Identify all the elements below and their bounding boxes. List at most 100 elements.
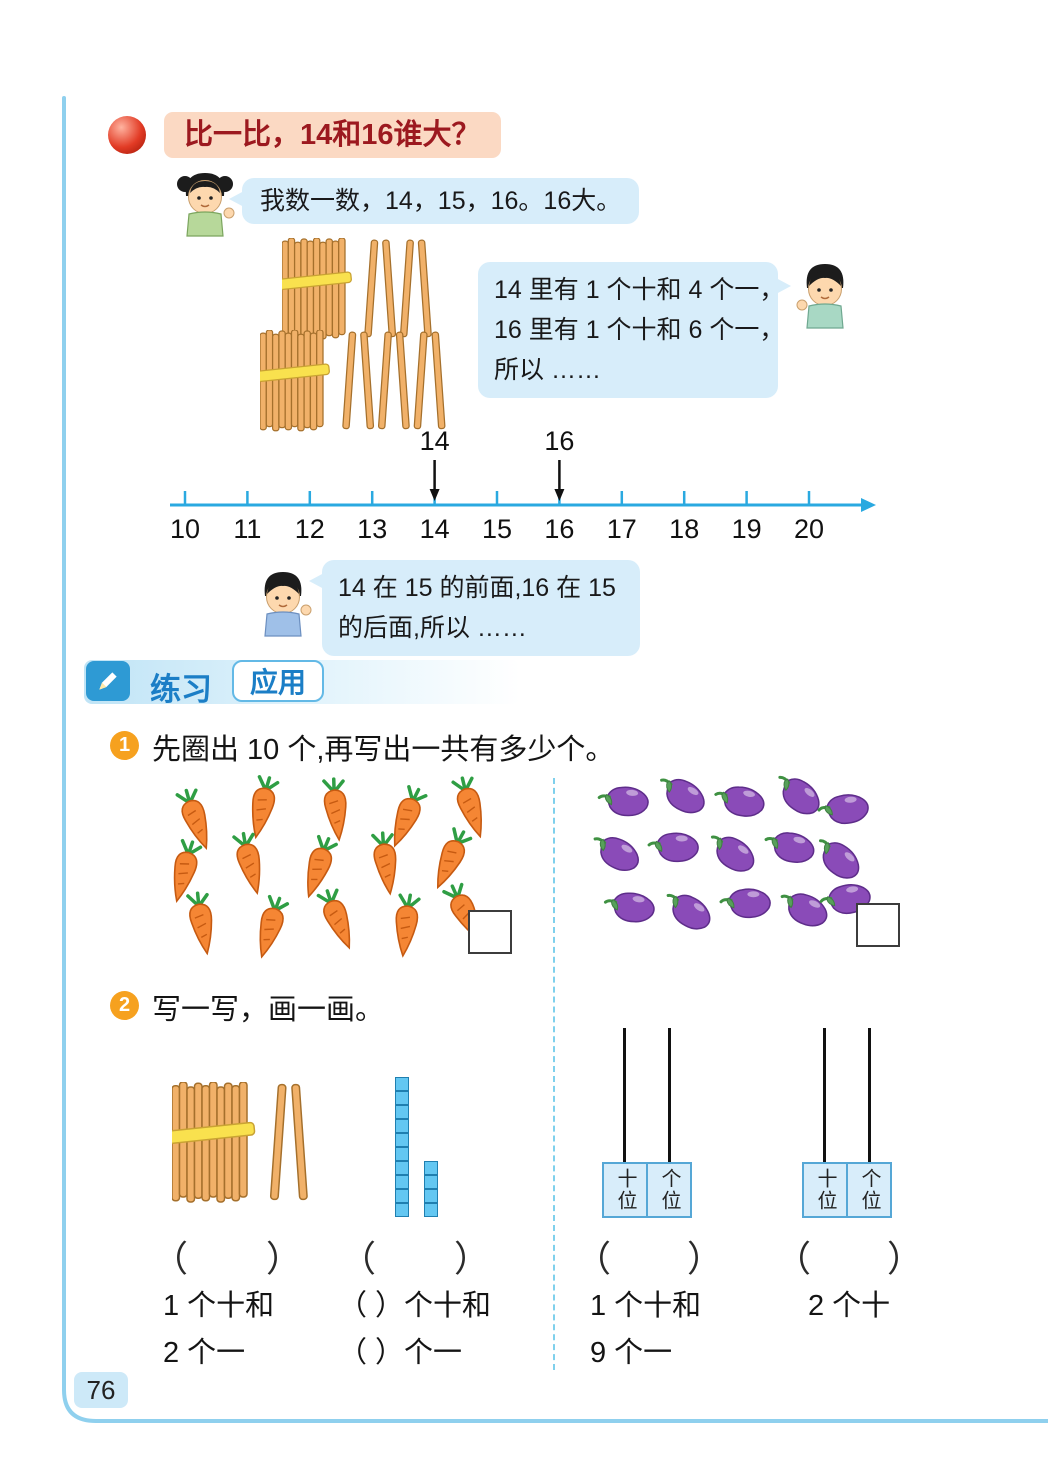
paren-close: ） bbox=[886, 1238, 923, 1279]
paren-open: （ bbox=[340, 1238, 377, 1279]
eggplant-icon bbox=[704, 831, 760, 876]
boy1-avatar bbox=[796, 264, 844, 329]
answer-text-4: 2 个十 bbox=[808, 1290, 891, 1322]
page-number: 76 bbox=[74, 1372, 128, 1408]
cube bbox=[395, 1105, 409, 1119]
svg-text:14: 14 bbox=[420, 426, 450, 456]
bubble-tail bbox=[309, 573, 324, 589]
paren-open: （ bbox=[152, 1238, 189, 1279]
paren-close: ） bbox=[686, 1238, 723, 1279]
boy1-line1: 14 里有 1 个十和 4 个一， bbox=[494, 276, 785, 304]
boy2-speech-bubble: 14 在 15 的前面,16 在 15 的后面,所以 …… bbox=[309, 560, 640, 656]
boy2-avatar bbox=[264, 572, 312, 637]
bubble-tail bbox=[776, 278, 791, 294]
exercise1-badge: 1 bbox=[110, 731, 139, 760]
carrot-icon bbox=[243, 773, 281, 842]
svg-text:13: 13 bbox=[357, 514, 387, 544]
svg-text:20: 20 bbox=[794, 514, 824, 544]
girl-speech-bubble: 我数一数，14，15，16。16大。 bbox=[229, 178, 640, 224]
cube bbox=[395, 1161, 409, 1175]
cube bbox=[424, 1203, 438, 1217]
answer-text-1: 1 个十和 2 个一 bbox=[163, 1290, 275, 1369]
carrot-icon bbox=[230, 829, 270, 898]
svg-text:10: 10 bbox=[170, 514, 200, 544]
rack-rod bbox=[868, 1028, 871, 1164]
answer-parens: （） bbox=[152, 1230, 302, 1282]
answer-text-2: （ ）个十和 （ ）个一 bbox=[338, 1290, 492, 1369]
svg-text:17: 17 bbox=[607, 514, 637, 544]
svg-text:16: 16 bbox=[544, 514, 574, 544]
answer-parens: （） bbox=[340, 1230, 490, 1282]
carrot-icon bbox=[383, 783, 430, 852]
eggplant-icon bbox=[590, 833, 643, 875]
cube bbox=[395, 1189, 409, 1203]
cube-tower-tens bbox=[395, 1077, 409, 1217]
carrot-icon bbox=[184, 889, 220, 958]
ones-place-label: 个位 bbox=[658, 1168, 680, 1212]
answer-text-3: 1 个十和 9 个一 bbox=[590, 1290, 702, 1369]
exercise2-prompt: 写一写，画一画。 bbox=[152, 994, 385, 1026]
section-tab-apply: 应用 bbox=[232, 660, 324, 702]
boy1-line3: 所以 …… bbox=[494, 356, 601, 384]
boy2-line1: 14 在 15 的前面,16 在 15 bbox=[338, 574, 616, 602]
eggplant-icon bbox=[717, 880, 775, 928]
tens-place-label: 十位 bbox=[814, 1168, 836, 1212]
cube bbox=[395, 1077, 409, 1091]
carrot-icon bbox=[314, 885, 361, 954]
cube bbox=[395, 1203, 409, 1217]
eggplant-icon bbox=[809, 835, 867, 884]
paren-open: （ bbox=[575, 1238, 612, 1279]
red-ball-icon bbox=[108, 116, 146, 154]
eggplant-icon bbox=[603, 886, 658, 930]
svg-text:12: 12 bbox=[295, 514, 325, 544]
svg-text:16: 16 bbox=[544, 426, 574, 456]
rack-base: 十位 个位 bbox=[802, 1162, 892, 1218]
carrot-icon bbox=[296, 833, 340, 902]
eggplant-icon bbox=[777, 890, 831, 929]
answer-parens: （） bbox=[575, 1230, 723, 1282]
cube bbox=[395, 1091, 409, 1105]
sticks-group-ex2 bbox=[172, 1082, 309, 1214]
eggplant-icon bbox=[713, 782, 767, 822]
boy1-line2: 16 里有 1 个十和 6 个一， bbox=[494, 316, 785, 344]
ones-place-label: 个位 bbox=[858, 1168, 880, 1212]
girl-avatar bbox=[177, 173, 235, 237]
paren-close: ） bbox=[453, 1238, 490, 1279]
bubble-tail bbox=[229, 191, 244, 207]
svg-text:11: 11 bbox=[233, 514, 261, 544]
cube bbox=[395, 1175, 409, 1189]
boy1-speech-bubble: 14 里有 1 个十和 4 个一， 16 里有 1 个十和 6 个一， 所以 …… bbox=[478, 262, 791, 398]
cube bbox=[395, 1119, 409, 1133]
carrot-icon bbox=[449, 773, 493, 842]
section-label-practice: 练习 bbox=[150, 672, 212, 707]
exercise1-prompt: 先圈出 10 个,再写出一共有多少个。 bbox=[152, 734, 615, 766]
cube bbox=[424, 1175, 438, 1189]
boy2-line2: 的后面,所以 …… bbox=[338, 614, 527, 642]
cube bbox=[395, 1133, 409, 1147]
cube bbox=[395, 1147, 409, 1161]
rack-rod bbox=[623, 1028, 626, 1164]
pencil-icon bbox=[86, 661, 130, 701]
answer-box-carrots bbox=[468, 910, 512, 954]
answer-box-eggplants bbox=[856, 903, 900, 947]
carrot-icon bbox=[390, 892, 422, 959]
girl-speech-text: 我数一数，14，15，16。16大。 bbox=[260, 187, 622, 215]
eggplant-icon bbox=[815, 784, 874, 836]
eggplant-icon bbox=[596, 779, 653, 825]
svg-text:14: 14 bbox=[420, 514, 450, 544]
eggplant-icon bbox=[654, 775, 710, 817]
eggplant-icon bbox=[646, 824, 703, 872]
svg-text:18: 18 bbox=[669, 514, 699, 544]
eggplant-icon bbox=[769, 775, 827, 820]
eggplant-field bbox=[590, 775, 875, 934]
counting-rack-1: 十位 个位 bbox=[602, 1028, 692, 1218]
svg-text:15: 15 bbox=[482, 514, 512, 544]
exercise2-badge: 2 bbox=[110, 991, 139, 1020]
rack-rod bbox=[668, 1028, 671, 1164]
cube bbox=[424, 1189, 438, 1203]
svg-text:19: 19 bbox=[732, 514, 762, 544]
counting-rack-2: 十位 个位 bbox=[802, 1028, 892, 1218]
carrot-icon bbox=[426, 825, 475, 894]
